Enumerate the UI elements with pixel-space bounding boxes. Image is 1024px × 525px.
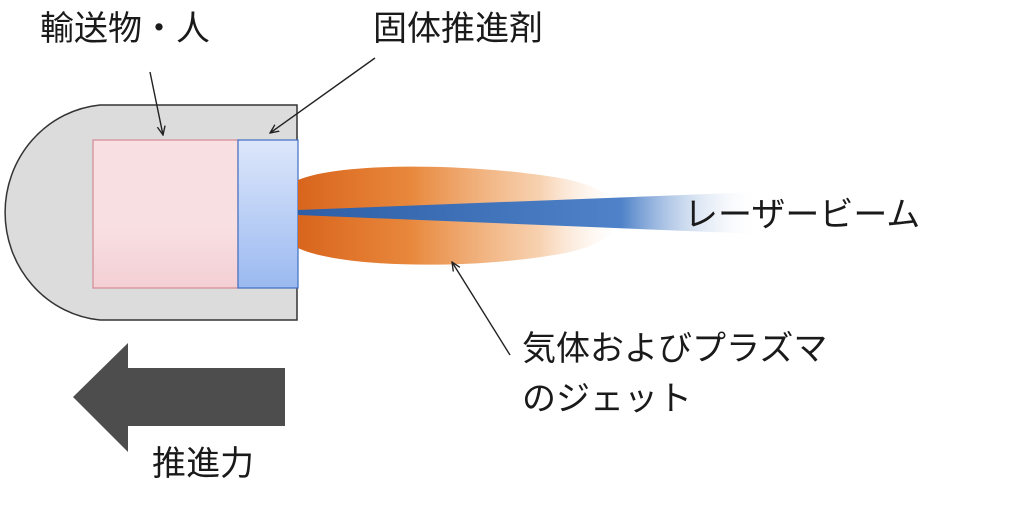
propellant-box [237,139,299,289]
payload-label: 輸送物・人 [40,9,210,49]
propellant-leader-line [270,57,376,133]
arrow-left-icon [73,343,285,452]
thrust-label: 推進力 [152,444,254,484]
payload-box [92,139,239,289]
propellant-label: 固体推進剤 [373,9,543,49]
laser-beam [298,192,760,234]
jet-label-line1: 気体およびプラズマ [522,329,828,369]
jet-label-line2: のジェット [522,379,692,419]
laser-beam-label: レーザービーム [684,195,921,235]
payload-leader-line [149,71,163,135]
jet-leader-line [452,262,511,356]
